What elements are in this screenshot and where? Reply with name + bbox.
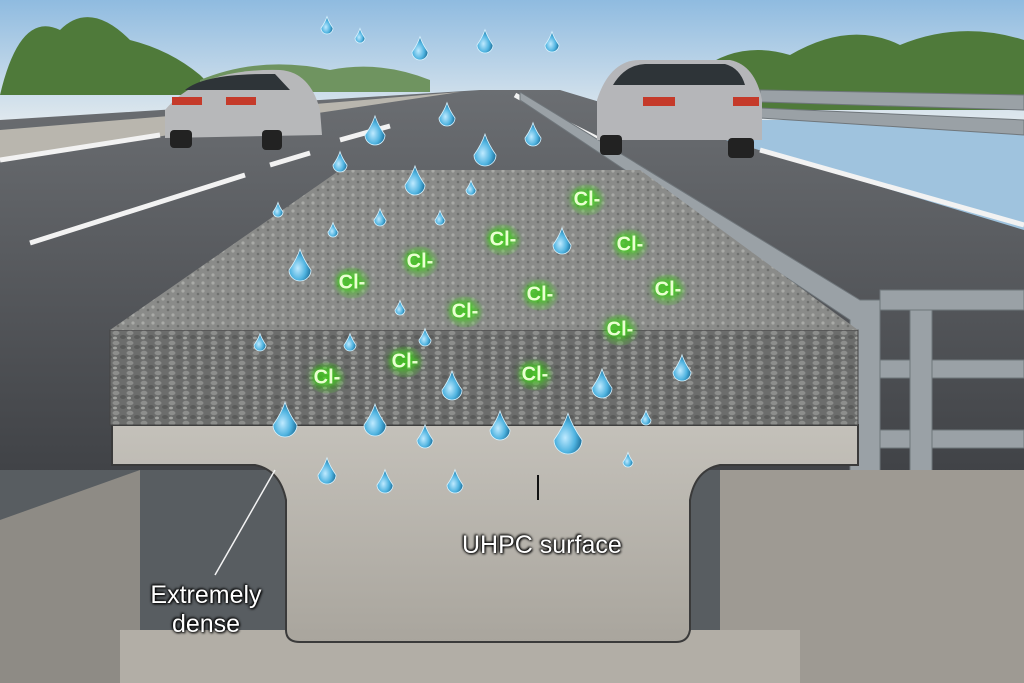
water-droplet [363,402,387,437]
label-leader-line [214,469,276,576]
water-droplet [446,468,464,494]
water-droplet [640,409,652,426]
chloride-ion-label: Cl- [400,246,440,278]
water-droplet [524,121,542,147]
water-droplet [591,367,613,399]
guardrail [519,89,1024,511]
water-droplet [416,423,434,449]
water-droplet [394,299,406,316]
water-droplet [544,30,560,53]
chloride-ion-label: Cl- [332,267,372,299]
water-droplet [489,409,511,441]
chloride-ion-label: Cl- [610,229,650,261]
water-droplet [320,15,334,35]
water-droplet [327,221,339,238]
chloride-ion-label: Cl- [483,224,523,256]
water-droplet [272,400,298,438]
chloride-ion-label: Cl- [567,184,607,216]
chloride-ion-label: Cl- [520,279,560,311]
label-extremely-dense: Extremely dense [150,581,262,638]
chloride-ion-label: Cl- [648,274,688,306]
water-droplet [553,412,583,455]
water-droplet [476,28,494,54]
water-droplet [288,247,312,282]
water-droplet [272,201,284,218]
car-left [165,69,322,150]
water-droplet [253,332,267,352]
asphalt-layer-side [109,329,859,426]
water-droplet [354,27,366,44]
water-droplet [373,207,387,227]
chloride-ion-label: Cl- [307,362,347,394]
water-droplet [465,179,477,196]
water-droplet [473,132,497,167]
water-droplet [434,209,446,226]
water-droplet [418,327,432,347]
water-droplet [438,101,456,127]
water-droplet [317,456,337,485]
lane-markings [0,92,1024,246]
water-droplet [343,332,357,352]
water-droplet [411,35,429,61]
chloride-ion-label: Cl- [515,359,555,391]
water-droplet [672,353,692,382]
water-droplet [332,150,348,173]
water-droplet [622,451,634,468]
water-droplet [552,226,572,255]
water-droplets [253,15,692,494]
label-uhpc-surface: UHPC surface [462,531,622,559]
chloride-ion-label: Cl- [600,314,640,346]
water-droplet [364,114,386,146]
car-right [597,60,762,158]
water-droplet [376,468,394,494]
uhpc-beam [111,424,859,643]
chloride-ion-label: Cl- [385,346,425,378]
water-droplet [404,164,426,196]
chloride-ion-label: Cl- [445,296,485,328]
water-droplet [441,369,463,401]
